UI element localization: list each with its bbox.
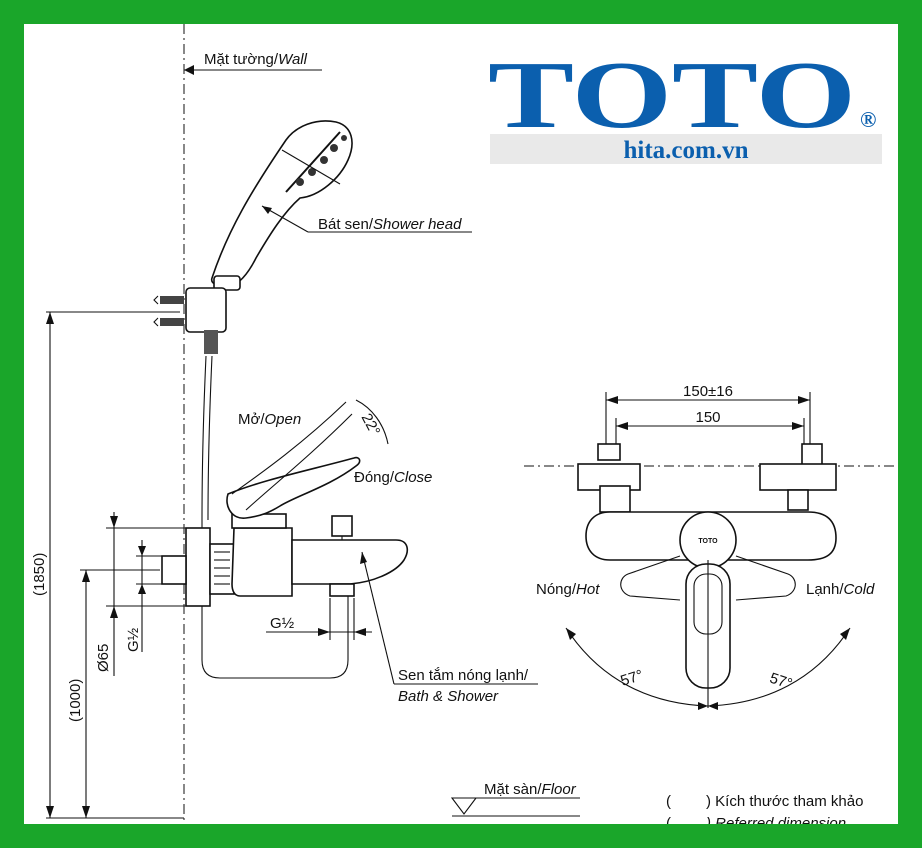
left-eccentric-top — [597, 443, 621, 461]
close-label: Đóng/Close — [354, 469, 432, 486]
thread-spout-label: G½ — [270, 615, 295, 632]
shower-face-line — [285, 131, 341, 193]
shower-holder — [153, 287, 227, 354]
handle-brand: TOTO — [698, 538, 718, 545]
plug-tips — [153, 295, 159, 327]
arrow — [110, 516, 118, 528]
angle-hot-label: 57° — [619, 667, 646, 690]
open-label: Mở/Open — [238, 411, 301, 428]
shower-head-arrow — [262, 206, 272, 214]
bath-spout — [291, 539, 409, 585]
nozzle — [330, 144, 338, 152]
thread-left-label: G½ — [125, 627, 142, 652]
legend-open-paren: ( — [666, 793, 671, 810]
mixer-height-label: (1000) — [67, 679, 84, 722]
wall-label: Mặt tường/Wall — [204, 51, 308, 68]
arrow — [318, 628, 330, 636]
arrow — [138, 546, 146, 556]
cold-label: Lạnh/Cold — [806, 581, 875, 598]
wall-connector — [161, 555, 187, 585]
shower-hose-inner — [207, 355, 213, 521]
shower-head-label: Bát sen/Shower head — [318, 216, 462, 233]
logo-text: TOTO — [488, 41, 856, 148]
hot-label: Nóng/Hot — [536, 581, 600, 598]
handle-collar — [213, 275, 241, 291]
nozzle — [320, 156, 328, 164]
left-eccentric — [599, 485, 631, 513]
angle-22-label: 22° — [358, 411, 384, 439]
angle-arc-22 — [355, 399, 389, 445]
arrow — [110, 606, 118, 618]
arrow — [606, 396, 618, 404]
bath-shower-label-en: Bath & Shower — [398, 688, 499, 705]
nozzle — [296, 178, 304, 186]
registered-mark: ® — [860, 107, 876, 132]
arrow — [566, 628, 576, 640]
holder-body — [185, 287, 227, 333]
mixer-body — [231, 527, 293, 597]
mixer-side-view — [161, 401, 409, 607]
arrow — [82, 570, 90, 582]
wall-flange — [185, 527, 211, 607]
lever-cold-position — [735, 555, 796, 601]
centers-label: 150 — [695, 409, 720, 426]
legend-vn: ) Kích thước tham khảo — [706, 793, 863, 810]
bath-shower-leader — [361, 551, 395, 685]
diverter-knob — [331, 515, 353, 537]
technical-drawing: TOTO ® hita.com.vn Mặt tường/Wall Bát se… — [31, 24, 898, 824]
bath-shower-label-vn: Sen tắm nóng lạnh/ — [398, 667, 529, 684]
logo-website-band — [490, 134, 882, 164]
drawing-paper: TOTO ® hita.com.vn Mặt tường/Wall Bát se… — [24, 24, 898, 824]
shower-head — [210, 120, 353, 291]
centers-range-label: 150±16 — [683, 383, 733, 400]
total-height-label: (1850) — [31, 553, 48, 596]
hose-connector — [204, 330, 218, 354]
floor-label: Mặt sàn/Floor — [484, 781, 577, 798]
arrow — [616, 422, 628, 430]
arrow — [708, 702, 718, 710]
lever-handle-closed — [226, 456, 361, 519]
shower-hose — [201, 355, 349, 679]
diameter-label: Ø65 — [95, 644, 112, 672]
brand-logo: TOTO ® hita.com.vn — [488, 41, 882, 164]
lever-handle-open — [231, 401, 347, 495]
nozzle — [341, 135, 347, 141]
arrow — [798, 396, 810, 404]
arrow — [354, 628, 366, 636]
arrow — [138, 584, 146, 594]
lever-hot-position — [620, 555, 681, 601]
right-flange — [759, 463, 837, 491]
nozzle — [308, 168, 316, 176]
arrow — [792, 422, 804, 430]
arrow — [82, 806, 90, 818]
legend-en: ) Referred dimension — [704, 815, 846, 824]
wall-plug — [160, 296, 184, 304]
wall-plug — [160, 318, 184, 326]
arrow — [698, 702, 708, 710]
wall-arrow — [184, 65, 194, 75]
right-eccentric — [787, 489, 809, 511]
mixer-front-view: TOTO — [577, 443, 837, 689]
right-eccentric-top — [801, 443, 823, 467]
floor-symbol — [450, 797, 478, 815]
head-center-mark — [281, 149, 341, 185]
legend-open-paren-en: ( — [666, 815, 671, 824]
arrow — [840, 628, 850, 640]
logo-website: hita.com.vn — [624, 137, 749, 164]
arrow — [46, 806, 54, 818]
lever-handle-open — [245, 413, 353, 511]
arrow — [360, 552, 367, 564]
angle-cold-label: 57° — [767, 670, 794, 693]
arrow — [46, 312, 54, 324]
spout-outlet — [329, 583, 355, 597]
